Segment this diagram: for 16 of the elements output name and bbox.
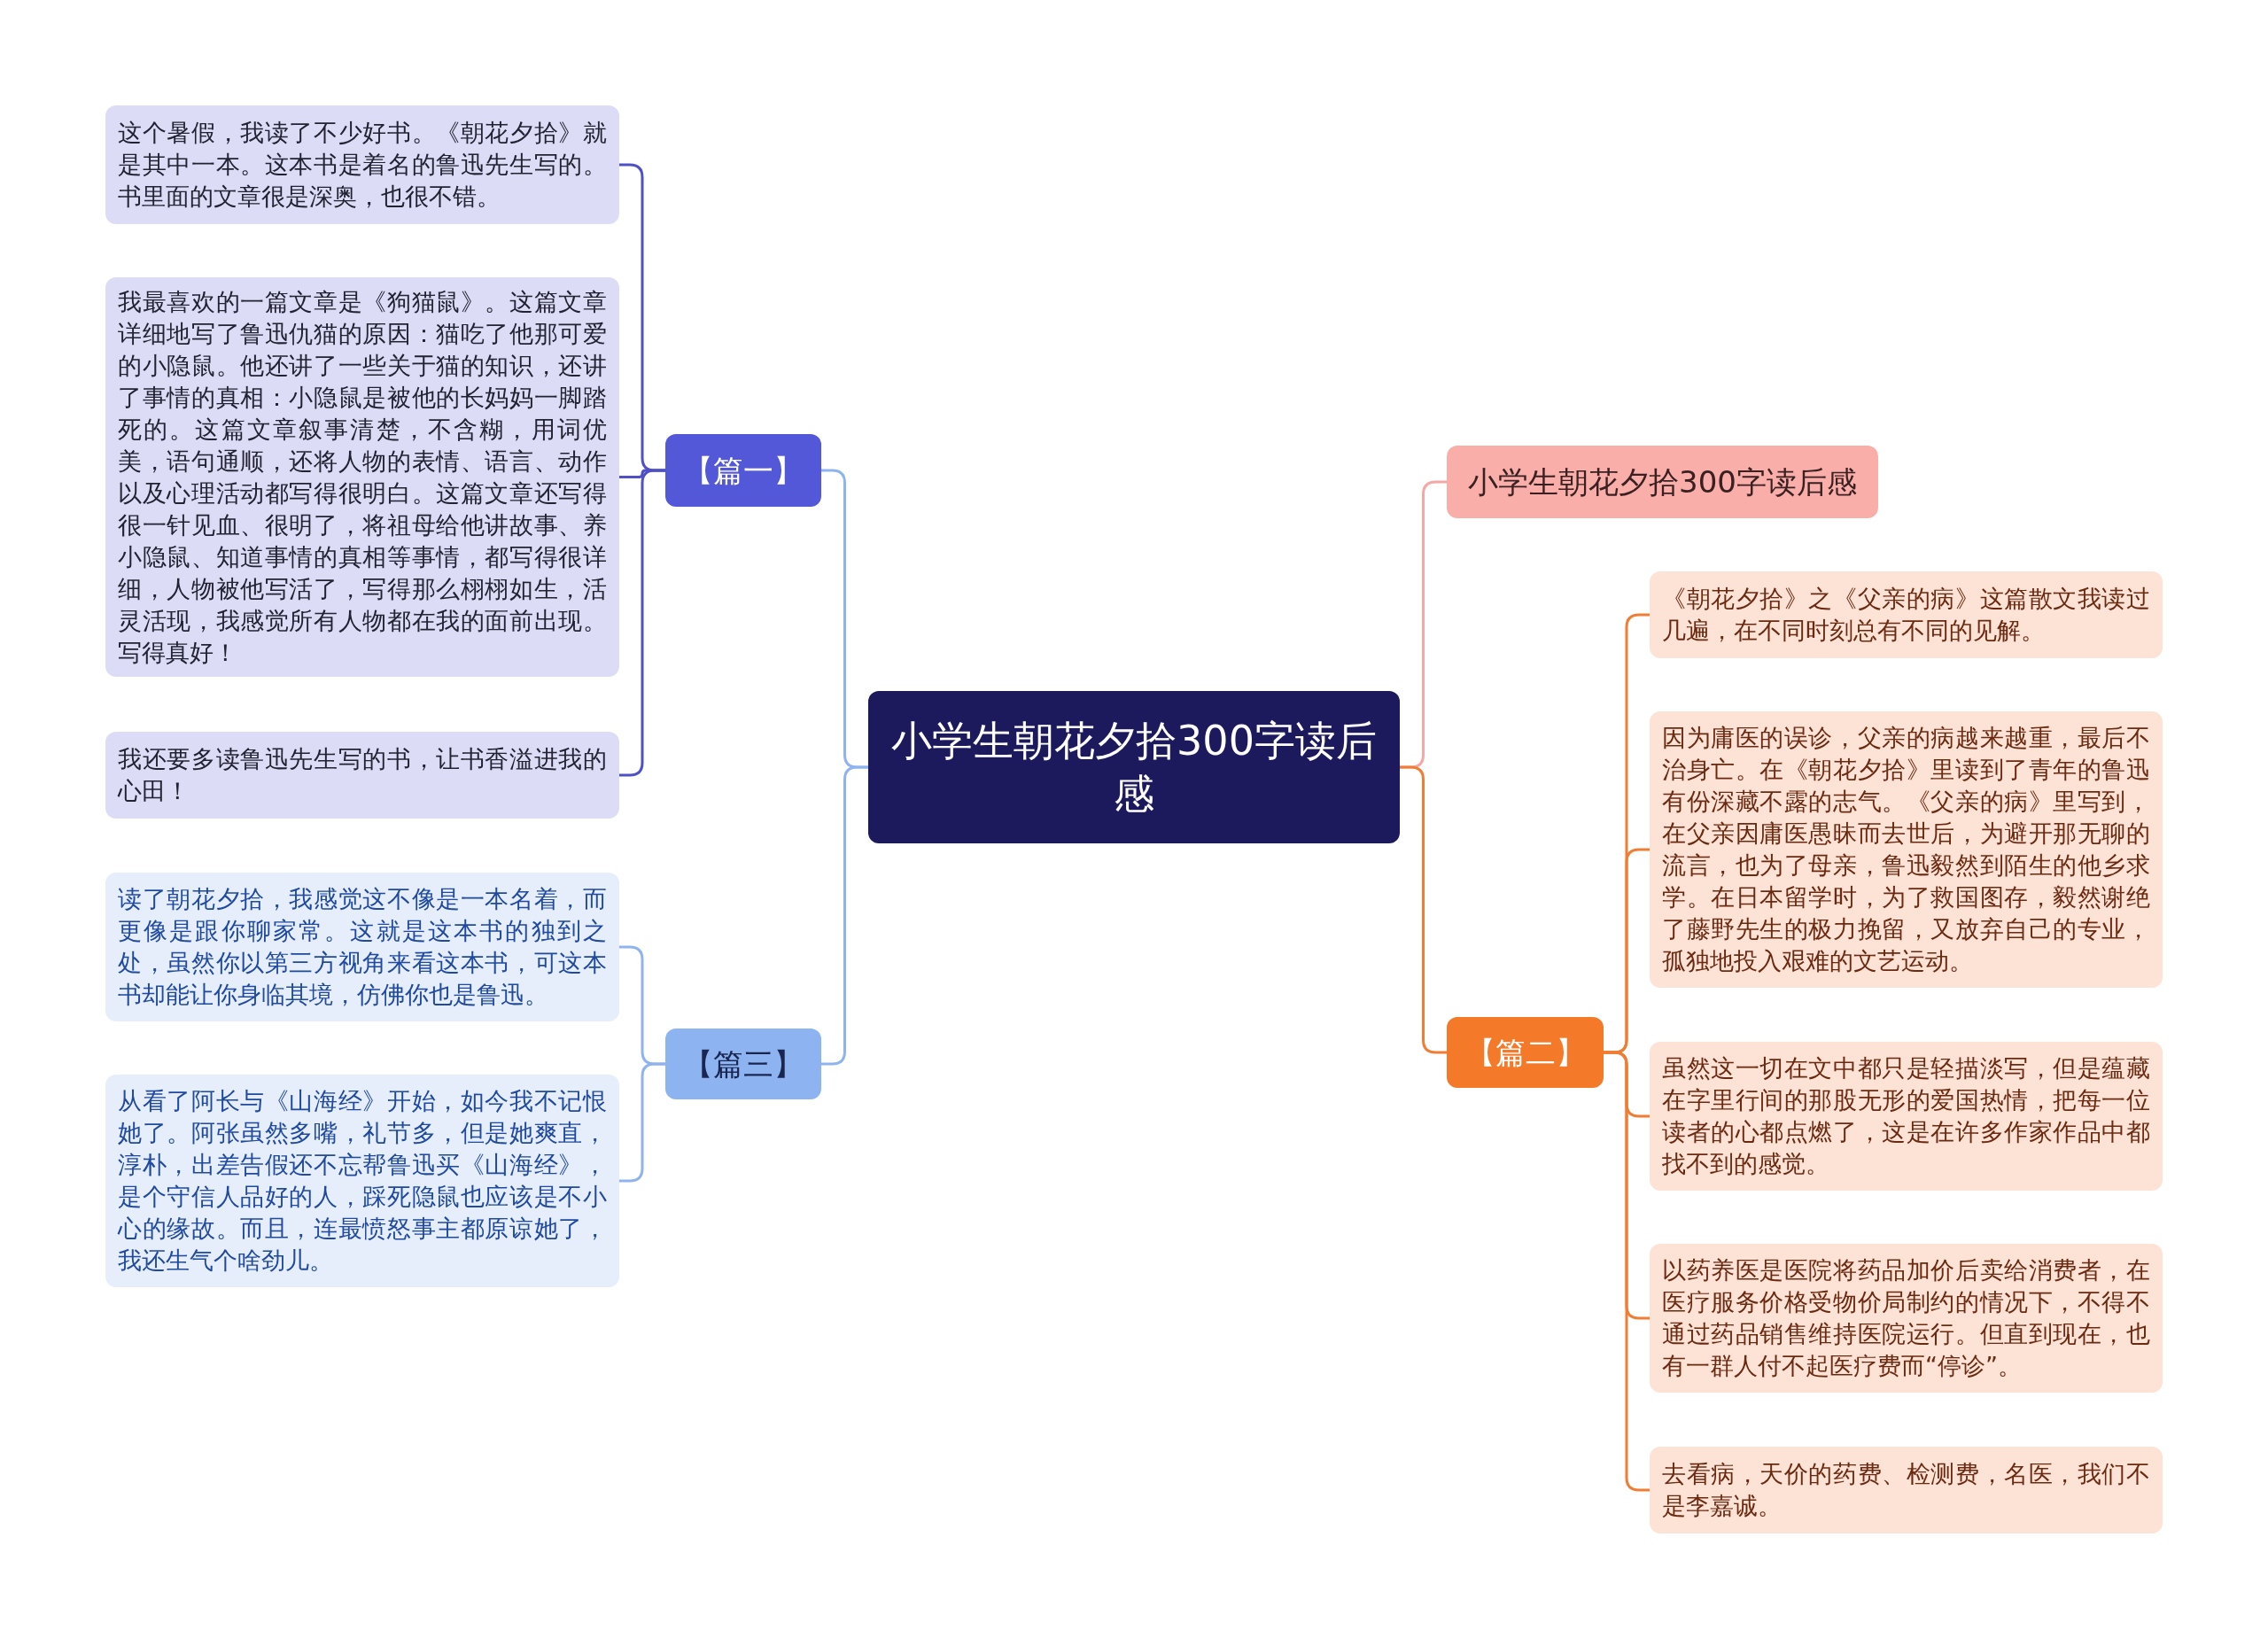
text-box: 这个暑假，我读了不少好书。《朝花夕拾》就是其中一本。这本书是着名的鲁迅先生写的。书里面的文章很是深奥，也很不错。 bbox=[105, 105, 619, 224]
text-box: 以药养医是医院将药品加价后卖给消费者，在医疗服务价格受物价局制约的情况下，不得不通过药品销售维持医院运行。但直到现在，也有一群人付不起医疗费而“停诊”。 bbox=[1650, 1244, 2163, 1393]
text-box: 我最喜欢的一篇文章是《狗猫鼠》。这篇文章详细地写了鲁迅仇猫的原因：猫吃了他那可爱的小隐鼠。他还讲了一些关于猫的知识，还讲了事情的真相：小隐鼠是被他的长妈妈一脚踏死的。这篇文章叙事清楚，不含糊，用词优美，语句通顺，还将人物的表情、语言、动作以及心理活动都写得很明白。这篇文章还写得很一针见血、很明了，将祖母给他讲故事、养小隐鼠、知道事情的真相等事情，都写得很详细，人物被他写活了，写得那么栩栩如生，活灵活现，我感觉所有人物都在我的面前出现。写得真好！ bbox=[105, 277, 619, 677]
text-box: 因为庸医的误诊，父亲的病越来越重，最后不治身亡。在《朝花夕拾》里读到了青年的鲁迅有份深藏不露的志气。《父亲的病》里写到，在父亲因庸医愚昧而去世后，为避开那无聊的流言，也为了母亲，鲁迅毅然到陌生的他乡求学。在日本留学时，为了救国图存，毅然谢绝了藤野先生的极力挽留，又放弃自己的专业，孤独地投入艰难的文艺运动。 bbox=[1650, 711, 2163, 988]
branch-box: 小学生朝花夕拾300字读后感 bbox=[1447, 446, 1878, 518]
connector-line bbox=[1604, 1051, 1650, 1492]
text-box: 读了朝花夕拾，我感觉这不像是一本名着，而更像是跟你聊家常。这就是这本书的独到之处，虽然你以第三方视角来看这本书，可这本书却能让你身临其境，仿佛你也是鲁迅。 bbox=[105, 873, 619, 1021]
text-box: 从看了阿长与《山海经》开始，如今我不记恨她了。阿张虽然多嘴，礼节多，但是她爽直，淳朴，出差告假还不忘帮鲁迅买《山海经》，是个守信人品好的人，踩死隐鼠也应该是不小心的缘故。而且，连最愤怒事主都原谅她了，我还生气个啥劲儿。 bbox=[105, 1075, 619, 1287]
text-box: 《朝花夕拾》之《父亲的病》这篇散文我读过几遍，在不同时刻总有不同的见解。 bbox=[1650, 571, 2163, 658]
text-box: 去看病，天价的药费、检测费，名医，我们不是李嘉诚。 bbox=[1650, 1447, 2163, 1533]
branch-box: 【篇三】 bbox=[665, 1029, 821, 1099]
branch-box: 【篇二】 bbox=[1447, 1017, 1604, 1088]
text-box: 虽然这一切在文中都只是轻描淡写，但是蕴藏在字里行间的那股无形的爱国热情，把每一位读者的心都点燃了，这是在许多作家作品中都找不到的感觉。 bbox=[1650, 1042, 2163, 1191]
text-box: 我还要多读鲁迅先生写的书，让书香溢进我的心田！ bbox=[105, 732, 619, 819]
central-topic-box: 小学生朝花夕拾300字读后感 bbox=[868, 691, 1400, 843]
branch-box: 【篇一】 bbox=[665, 434, 821, 507]
